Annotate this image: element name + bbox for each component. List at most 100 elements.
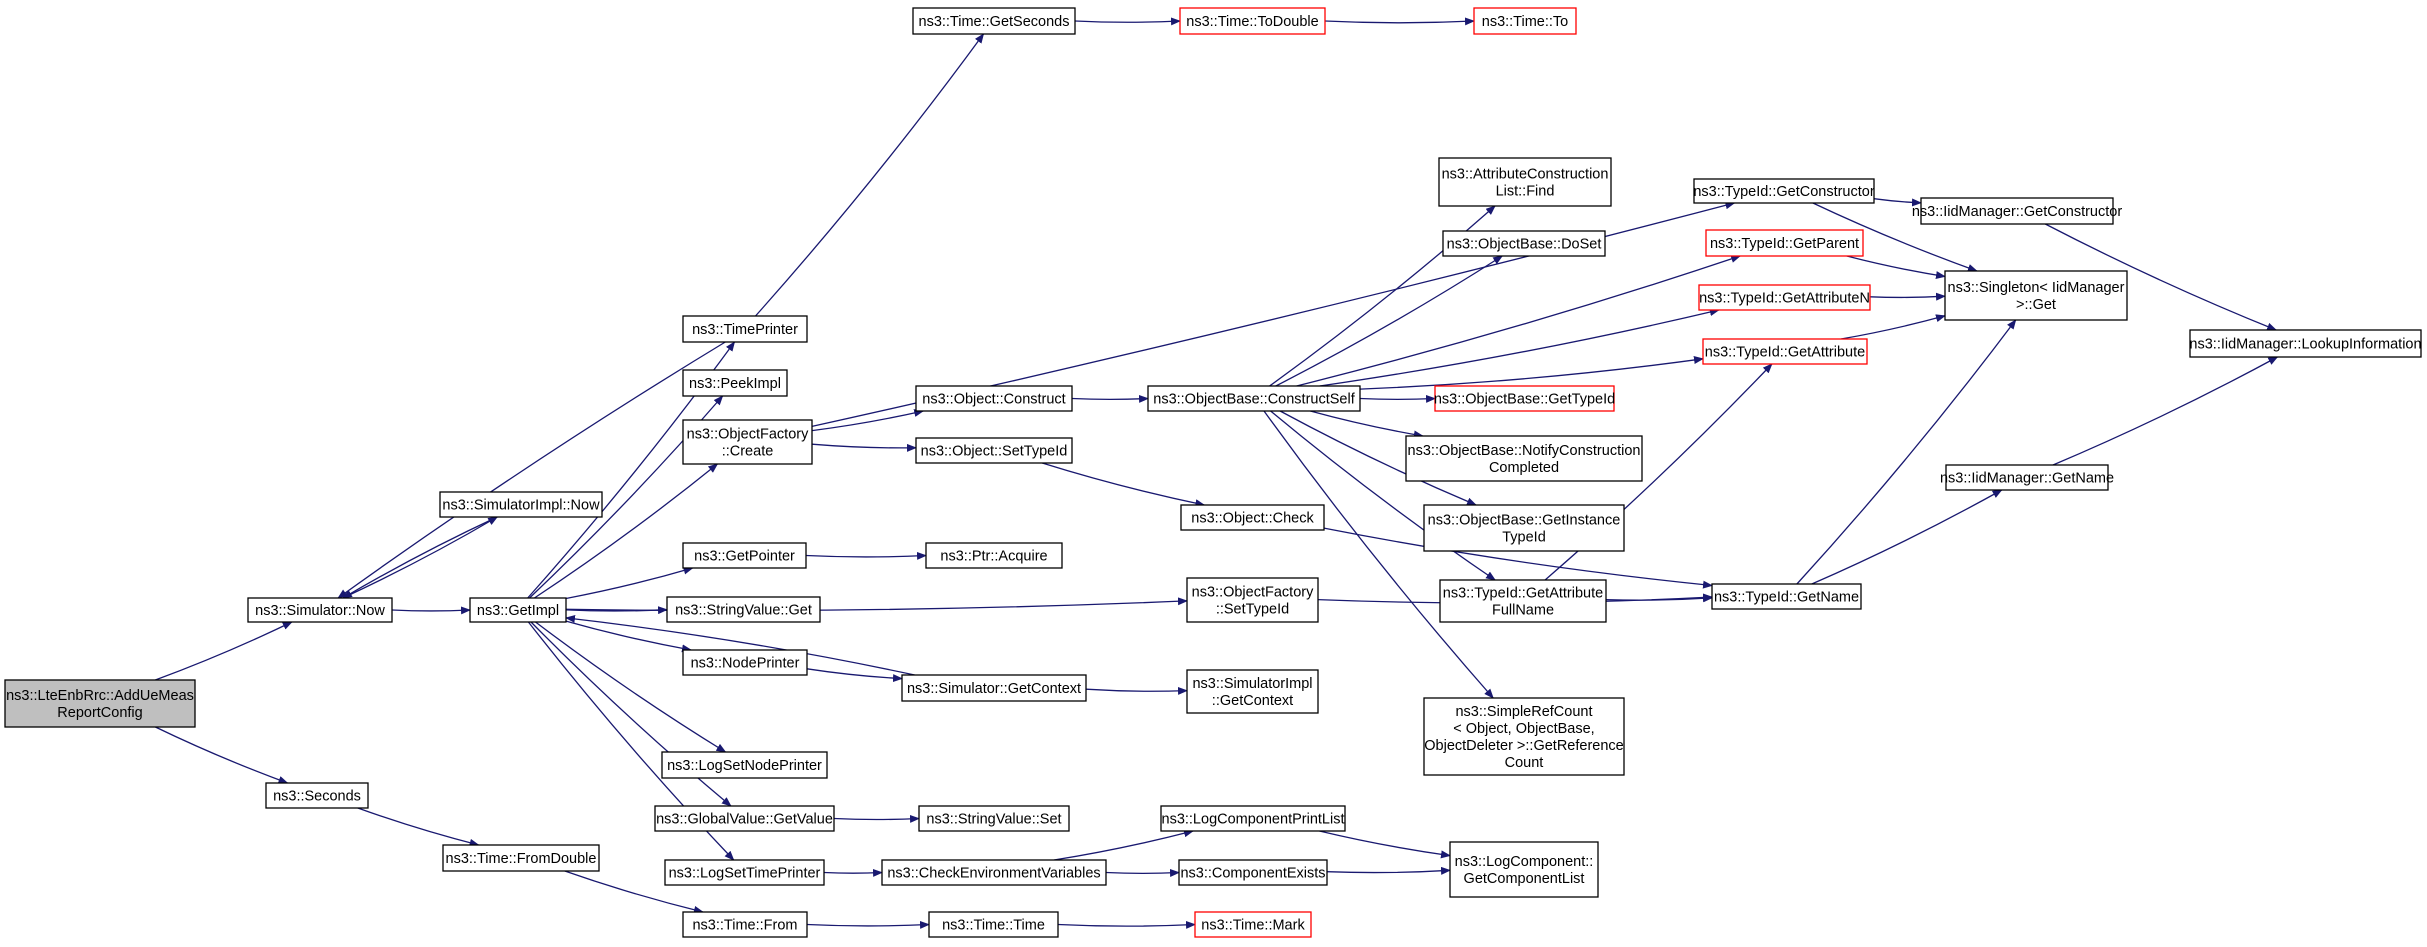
node-box[interactable] (4, 679, 196, 728)
node-getpointer[interactable]: ns3::GetPointer (682, 542, 807, 569)
node-box[interactable] (918, 805, 1070, 832)
node-objfactory_create[interactable]: ns3::ObjectFactory::Create (682, 419, 813, 465)
node-box[interactable] (1702, 338, 1868, 365)
node-box[interactable] (915, 437, 1073, 464)
node-box[interactable] (682, 369, 788, 397)
node-box[interactable] (682, 911, 808, 938)
node-box[interactable] (1179, 7, 1326, 35)
node-timeprinter[interactable]: ns3::TimePrinter (682, 315, 808, 343)
node-box[interactable] (661, 751, 828, 779)
node-box[interactable] (1147, 385, 1361, 412)
node-time_from[interactable]: ns3::Time::From (682, 911, 808, 938)
node-sim_getcontext[interactable]: ns3::Simulator::GetContext (901, 674, 1087, 702)
node-logcomp_getlist[interactable]: ns3::LogComponent::GetComponentList (1449, 841, 1599, 898)
node-getimpl[interactable]: ns3::GetImpl (469, 597, 567, 623)
node-box[interactable] (925, 542, 1063, 569)
node-box[interactable] (1693, 178, 1875, 204)
node-box[interactable] (682, 649, 808, 676)
node-box[interactable] (664, 859, 825, 886)
node-time_to[interactable]: ns3::Time::To (1473, 7, 1577, 35)
node-logsetnodeprinter[interactable]: ns3::LogSetNodePrinter (661, 751, 828, 779)
node-time_mark[interactable]: ns3::Time::Mark (1194, 911, 1312, 938)
node-simplerefcount[interactable]: ns3::SimpleRefCount< Object, ObjectBase,… (1423, 697, 1625, 776)
node-logsettimeprinter[interactable]: ns3::LogSetTimePrinter (664, 859, 825, 886)
node-checkenv[interactable]: ns3::CheckEnvironmentVariables (881, 859, 1107, 886)
node-box[interactable] (1698, 284, 1871, 311)
node-objfactory_settypeid[interactable]: ns3::ObjectFactory::SetTypeId (1186, 577, 1319, 623)
node-simimpl_getcontext[interactable]: ns3::SimulatorImpl::GetContext (1186, 669, 1319, 714)
node-box[interactable] (682, 419, 813, 465)
node-box[interactable] (666, 596, 821, 623)
node-simimpl_now[interactable]: ns3::SimulatorImpl::Now (439, 491, 603, 518)
node-box[interactable] (1423, 504, 1625, 552)
node-box[interactable] (654, 805, 835, 832)
node-objbase_notify[interactable]: ns3::ObjectBase::NotifyConstructionCompl… (1405, 435, 1643, 482)
node-ptr_acquire[interactable]: ns3::Ptr::Acquire (925, 542, 1063, 569)
node-typeid_getattribute[interactable]: ns3::TypeId::GetAttribute (1702, 338, 1868, 365)
node-box[interactable] (1405, 435, 1643, 482)
node-object_settypeid[interactable]: ns3::Object::SetTypeId (915, 437, 1073, 464)
node-typeid_getname[interactable]: ns3::TypeId::GetName (1711, 583, 1862, 610)
node-box[interactable] (1186, 577, 1319, 623)
node-box[interactable] (442, 844, 600, 872)
node-sim_now[interactable]: ns3::Simulator::Now (247, 597, 393, 623)
node-componentexists[interactable]: ns3::ComponentExists (1178, 859, 1328, 886)
node-iid_getconstructor[interactable]: ns3::IidManager::GetConstructor (1912, 197, 2123, 225)
node-box[interactable] (1449, 841, 1599, 898)
node-typeid_getconstructor[interactable]: ns3::TypeId::GetConstructor (1693, 178, 1875, 204)
node-objbase_gettypeid[interactable]: ns3::ObjectBase::GetTypeId (1434, 385, 1615, 412)
node-box[interactable] (1186, 669, 1319, 714)
node-box[interactable] (928, 911, 1059, 938)
node-time_time[interactable]: ns3::Time::Time (928, 911, 1059, 938)
node-object_check[interactable]: ns3::Object::Check (1180, 504, 1325, 531)
node-nodeprinter[interactable]: ns3::NodePrinter (682, 649, 808, 676)
node-time_fromdouble[interactable]: ns3::Time::FromDouble (442, 844, 600, 872)
node-box[interactable] (1473, 7, 1577, 35)
node-box[interactable] (1178, 859, 1328, 886)
node-box[interactable] (1160, 805, 1346, 832)
node-box[interactable] (1180, 504, 1325, 531)
node-box[interactable] (1711, 583, 1862, 610)
node-stringvalue_set[interactable]: ns3::StringValue::Set (918, 805, 1070, 832)
node-box[interactable] (1442, 230, 1606, 257)
node-object_construct[interactable]: ns3::Object::Construct (915, 385, 1073, 412)
node-seconds[interactable]: ns3::Seconds (265, 782, 369, 809)
node-box[interactable] (682, 542, 807, 569)
node-typeid_getattributen[interactable]: ns3::TypeId::GetAttributeN (1698, 284, 1871, 311)
node-box[interactable] (2189, 329, 2422, 358)
node-typeid_getparent[interactable]: ns3::TypeId::GetParent (1705, 229, 1864, 257)
node-peekimpl[interactable]: ns3::PeekImpl (682, 369, 788, 397)
node-objbase_constructself[interactable]: ns3::ObjectBase::ConstructSelf (1147, 385, 1361, 412)
node-box[interactable] (1705, 229, 1864, 257)
node-iid_getname[interactable]: ns3::IidManager::GetName (1940, 464, 2114, 491)
node-box[interactable] (1439, 579, 1607, 623)
node-box[interactable] (469, 597, 567, 623)
node-box[interactable] (1434, 385, 1615, 412)
node-box[interactable] (1423, 697, 1625, 776)
node-globalvalue_getvalue[interactable]: ns3::GlobalValue::GetValue (654, 805, 835, 832)
node-box[interactable] (1920, 197, 2114, 225)
node-singleton_get[interactable]: ns3::Singleton< IidManager>::Get (1944, 270, 2128, 321)
node-box[interactable] (915, 385, 1073, 412)
node-time_todouble[interactable]: ns3::Time::ToDouble (1179, 7, 1326, 35)
node-box[interactable] (265, 782, 369, 809)
node-box[interactable] (901, 674, 1087, 702)
node-logcomp_printlist[interactable]: ns3::LogComponentPrintList (1160, 805, 1346, 832)
node-time_getseconds[interactable]: ns3::Time::GetSeconds (912, 7, 1076, 35)
node-box[interactable] (247, 597, 393, 623)
node-stringvalue_get[interactable]: ns3::StringValue::Get (666, 596, 821, 623)
node-iid_lookup[interactable]: ns3::IidManager::LookupInformation (2189, 329, 2422, 358)
node-box[interactable] (881, 859, 1107, 886)
node-box[interactable] (1945, 464, 2109, 491)
node-box[interactable] (1438, 157, 1612, 207)
node-box[interactable] (439, 491, 603, 518)
node-box[interactable] (912, 7, 1076, 35)
node-objbase_doset[interactable]: ns3::ObjectBase::DoSet (1442, 230, 1606, 257)
node-box[interactable] (1944, 270, 2128, 321)
node-box[interactable] (682, 315, 808, 343)
node-box[interactable] (1194, 911, 1312, 938)
